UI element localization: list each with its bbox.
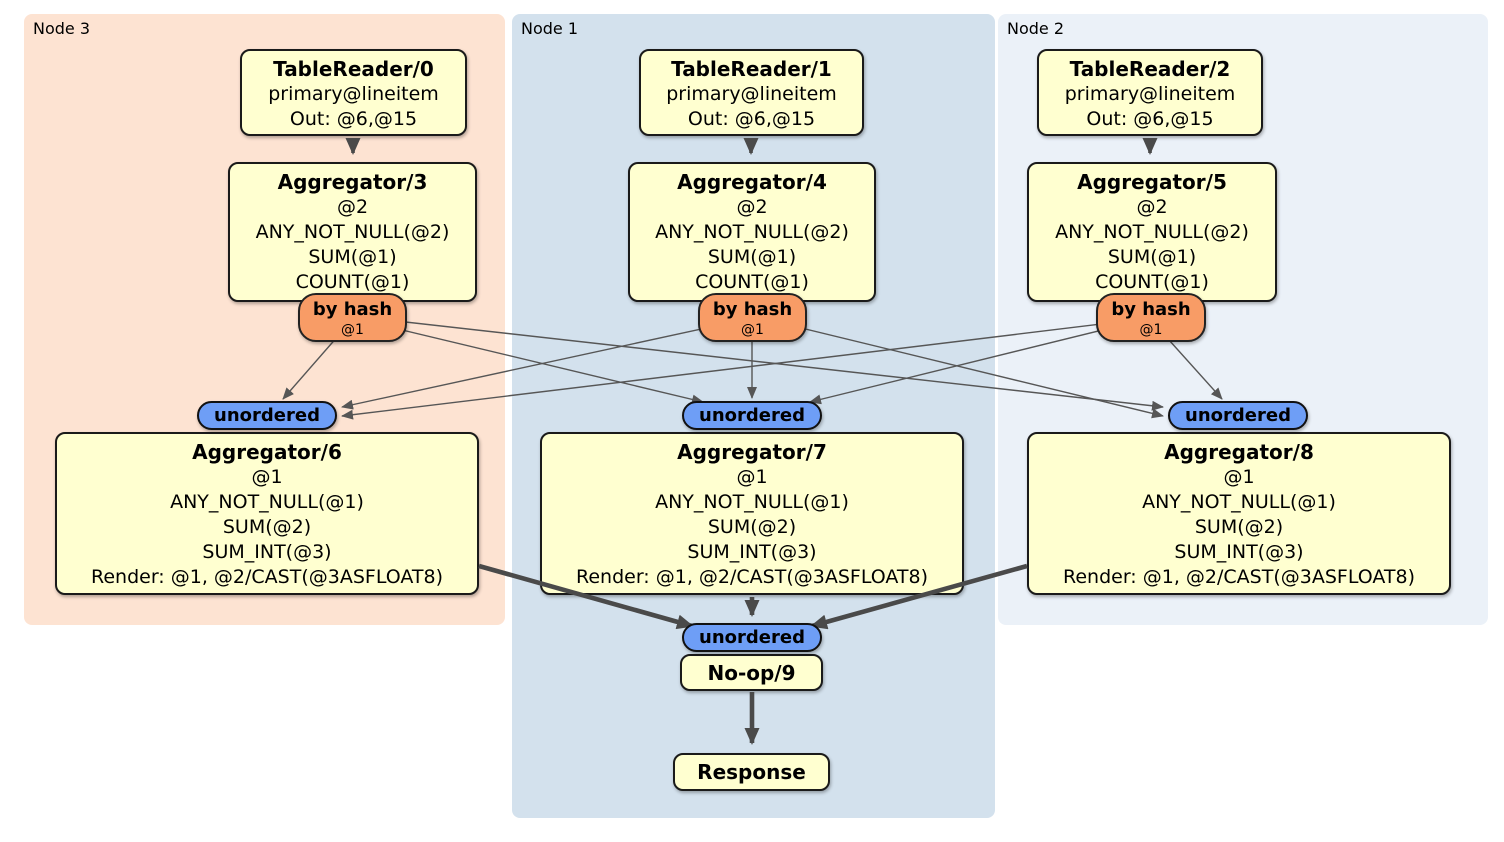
processor-detail: SUM(@1) xyxy=(308,246,397,268)
processor-detail: Out: @6,@15 xyxy=(289,108,418,130)
processor-detail: primary@lineitem xyxy=(268,83,439,105)
processor-title: Aggregator/4 xyxy=(677,170,827,194)
processor-detail: Render: @1, @2/CAST(@3ASFLOAT8) xyxy=(576,566,928,588)
processor-detail: ANY_NOT_NULL(@1) xyxy=(1142,491,1336,513)
processor-detail: @2 xyxy=(336,196,369,218)
processor-aggregator-5: Aggregator/5 @2 ANY_NOT_NULL(@2) SUM(@1)… xyxy=(1027,162,1277,302)
router-label: by hash xyxy=(712,299,793,320)
processor-detail: SUM(@2) xyxy=(222,516,312,538)
router-by-hash-node1: by hash @1 xyxy=(698,293,807,342)
router-label: by hash xyxy=(1111,299,1191,320)
processor-title: Aggregator/6 xyxy=(192,440,342,464)
processor-aggregator-8: Aggregator/8 @1 ANY_NOT_NULL(@1) SUM(@2)… xyxy=(1027,432,1451,595)
processor-detail: ANY_NOT_NULL(@2) xyxy=(1055,221,1249,243)
processor-detail: SUM_INT(@3) xyxy=(202,541,332,563)
processor-aggregator-6: Aggregator/6 @1 ANY_NOT_NULL(@1) SUM(@2)… xyxy=(55,432,479,595)
processor-detail: @1 xyxy=(251,466,283,488)
processor-noop-9: No-op/9 xyxy=(680,654,823,691)
processor-detail: SUM_INT(@3) xyxy=(1174,541,1304,563)
processor-title: Aggregator/8 xyxy=(1164,440,1314,464)
stream-label: unordered xyxy=(699,405,805,426)
processor-detail: ANY_NOT_NULL(@2) xyxy=(655,221,849,243)
processor-aggregator-4: Aggregator/4 @2 ANY_NOT_NULL(@2) SUM(@1)… xyxy=(628,162,876,302)
processor-tablereader-1: TableReader/1 primary@lineitem Out: @6,@… xyxy=(639,49,864,136)
processor-detail: COUNT(@1) xyxy=(1095,271,1209,293)
processor-detail: Out: @6,@15 xyxy=(1086,108,1214,130)
processor-title: TableReader/2 xyxy=(1069,57,1231,81)
processor-detail: primary@lineitem xyxy=(666,83,837,105)
router-label: by hash xyxy=(312,299,393,320)
stream-unordered-final: unordered xyxy=(682,623,822,652)
router-detail: @1 xyxy=(341,322,364,338)
stream-unordered-node1: unordered xyxy=(682,401,822,430)
processor-aggregator-7: Aggregator/7 @1 ANY_NOT_NULL(@1) SUM(@2)… xyxy=(540,432,964,595)
router-by-hash-node2: by hash @1 xyxy=(1096,293,1206,342)
router-by-hash-node3: by hash @1 xyxy=(298,293,407,342)
processor-detail: ANY_NOT_NULL(@1) xyxy=(655,491,849,513)
node-label: Node 1 xyxy=(521,19,579,38)
processor-detail: @1 xyxy=(736,466,768,488)
processor-detail: Render: @1, @2/CAST(@3ASFLOAT8) xyxy=(91,566,443,588)
processor-title: Aggregator/3 xyxy=(277,170,428,194)
processor-title: TableReader/0 xyxy=(273,57,434,81)
processor-detail: Out: @6,@15 xyxy=(687,108,816,130)
processor-title: Response xyxy=(697,760,806,784)
processor-aggregator-3: Aggregator/3 @2 ANY_NOT_NULL(@2) SUM(@1)… xyxy=(228,162,477,302)
stream-label: unordered xyxy=(1185,405,1291,426)
node-label: Node 3 xyxy=(33,19,91,38)
processor-detail: SUM(@2) xyxy=(707,516,797,538)
processor-title: Aggregator/7 xyxy=(677,440,827,464)
processor-detail: ANY_NOT_NULL(@1) xyxy=(170,491,364,513)
stream-label: unordered xyxy=(699,627,805,648)
processor-detail: @1 xyxy=(1223,466,1255,488)
processor-title: TableReader/1 xyxy=(671,57,832,81)
processor-detail: SUM(@1) xyxy=(707,246,797,268)
stream-unordered-node2: unordered xyxy=(1168,401,1308,430)
processor-detail: @2 xyxy=(736,196,768,218)
processor-detail: SUM_INT(@3) xyxy=(687,541,817,563)
processor-detail: ANY_NOT_NULL(@2) xyxy=(255,221,450,243)
router-detail: @1 xyxy=(741,322,764,338)
processor-detail: COUNT(@1) xyxy=(295,271,410,293)
processor-detail: primary@lineitem xyxy=(1064,83,1236,105)
stream-unordered-node3: unordered xyxy=(197,401,337,430)
processor-detail: @2 xyxy=(1136,196,1168,218)
processor-tablereader-0: TableReader/0 primary@lineitem Out: @6,@… xyxy=(240,49,467,136)
processor-detail: COUNT(@1) xyxy=(695,271,809,293)
processor-detail: SUM(@1) xyxy=(1107,246,1197,268)
processor-title: Aggregator/5 xyxy=(1077,170,1227,194)
node-label: Node 2 xyxy=(1007,19,1065,38)
stream-label: unordered xyxy=(214,405,320,426)
processor-detail: Render: @1, @2/CAST(@3ASFLOAT8) xyxy=(1063,566,1415,588)
processor-title: No-op/9 xyxy=(707,660,796,685)
router-detail: @1 xyxy=(1139,322,1163,338)
processor-detail: SUM(@2) xyxy=(1194,516,1284,538)
processor-response: Response xyxy=(673,753,830,791)
processor-tablereader-2: TableReader/2 primary@lineitem Out: @6,@… xyxy=(1037,49,1263,136)
